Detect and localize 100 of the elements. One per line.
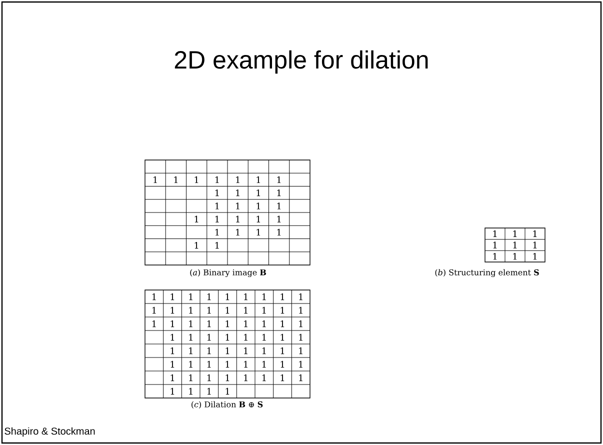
- pixel-value: 1: [189, 293, 192, 300]
- pixel-value: 1: [215, 242, 219, 249]
- pixel-value: 1: [194, 176, 198, 184]
- pixel-value: 1: [194, 242, 198, 249]
- pixel-value: 1: [170, 334, 174, 341]
- pixel-value: 1: [154, 176, 157, 184]
- pixel-value: 1: [189, 334, 192, 341]
- pixel-value: 1: [226, 320, 230, 328]
- pixel-value: 1: [170, 374, 174, 382]
- pixel-value: 1: [236, 202, 240, 210]
- pixel-value: 1: [207, 360, 211, 368]
- pixel-value: 1: [170, 306, 174, 314]
- pixel-value: 1: [533, 242, 537, 248]
- pixel-value: 1: [226, 388, 230, 395]
- pixel-value: 1: [256, 228, 260, 236]
- pixel-value: 1: [189, 306, 192, 314]
- pixel-value: 1: [493, 230, 497, 238]
- pixel-value: 1: [280, 347, 284, 354]
- pixel-value: 1: [215, 202, 219, 210]
- figure-caption: (a) Binary image B: [190, 269, 266, 278]
- pixel-value: 1: [513, 253, 517, 260]
- pixel-value: 1: [194, 216, 198, 222]
- pixel-value: 1: [236, 176, 240, 184]
- pixel-value: 1: [226, 306, 230, 314]
- pixel-value: 1: [299, 360, 302, 368]
- pixel-value: 1: [299, 293, 302, 300]
- pixel-value: 1: [280, 334, 284, 341]
- pixel-value: 1: [299, 374, 302, 382]
- pixel-value: 1: [256, 189, 260, 196]
- pixel-value: 1: [299, 306, 302, 314]
- pixel-value: 1: [215, 189, 219, 196]
- pixel-value: 1: [513, 230, 517, 238]
- pixel-value: 1: [207, 347, 211, 354]
- pixel-value: 1: [277, 216, 281, 222]
- pixel-value: 1: [277, 176, 281, 184]
- pixel-value: 1: [299, 347, 302, 354]
- pixel-value: 1: [533, 253, 537, 260]
- pixel-value: 1: [189, 388, 192, 395]
- pixel-value: 1: [299, 334, 302, 341]
- pixel-value: 1: [207, 374, 211, 382]
- pixel-value: 1: [244, 306, 248, 314]
- pixel-value: 1: [280, 320, 284, 328]
- pixel-value: 1: [277, 189, 281, 196]
- pixel-value: 1: [226, 334, 230, 341]
- pixel-value: 1: [262, 306, 266, 314]
- pixel-value: 1: [244, 293, 248, 300]
- source-credit: Shapiro & Stockman: [4, 427, 95, 437]
- pixel-value: 1: [513, 242, 517, 248]
- pixel-value: 1: [215, 176, 219, 184]
- figure-caption: (c) Dilation B ⊕ S: [192, 401, 263, 409]
- pixel-value: 1: [226, 293, 230, 300]
- pixel-value: 1: [189, 374, 192, 382]
- pixel-value: 1: [244, 334, 248, 341]
- pixel-value: 1: [152, 293, 156, 300]
- pixel-value: 1: [256, 216, 260, 222]
- pixel-value: 1: [226, 347, 230, 354]
- pixel-value: 1: [215, 216, 219, 222]
- pixel-value: 1: [262, 293, 266, 300]
- pixel-value: 1: [256, 176, 260, 184]
- pixel-value: 1: [256, 202, 260, 210]
- pixel-value: 1: [170, 360, 174, 368]
- pixel-value: 1: [226, 360, 230, 368]
- pixel-value: 1: [280, 293, 284, 300]
- pixel-value: 1: [236, 189, 240, 196]
- pixel-value: 1: [299, 320, 302, 328]
- pixel-value: 1: [493, 242, 497, 248]
- pixel-value: 1: [236, 228, 240, 236]
- figure-caption: (b) Structuring element S: [435, 269, 539, 278]
- pixel-value: 1: [170, 293, 174, 300]
- pixel-value: 1: [277, 228, 281, 236]
- pixel-value: 1: [280, 360, 284, 368]
- pixel-value: 1: [189, 347, 192, 354]
- pixel-value: 1: [152, 306, 156, 314]
- pixel-value: 1: [152, 320, 156, 328]
- pixel-value: 1: [244, 347, 248, 354]
- pixel-value: 1: [207, 388, 211, 395]
- pixel-value: 1: [207, 334, 211, 341]
- pixel-value: 1: [493, 253, 497, 260]
- pixel-value: 1: [207, 293, 211, 300]
- pixel-value: 1: [262, 360, 266, 368]
- pixel-value: 1: [244, 374, 248, 382]
- pixel-value: 1: [244, 320, 248, 328]
- slide-title: 2D example for dilation: [174, 50, 428, 74]
- pixel-value: 1: [170, 347, 174, 354]
- pixel-value: 1: [280, 306, 284, 314]
- pixel-value: 1: [207, 306, 211, 314]
- pixel-value: 1: [226, 374, 230, 382]
- pixel-value: 1: [262, 320, 266, 328]
- pixel-value: 1: [262, 374, 266, 382]
- pixel-value: 1: [170, 320, 174, 328]
- pixel-value: 1: [280, 374, 284, 382]
- pixel-value: 1: [533, 230, 537, 238]
- pixel-value: 1: [189, 360, 192, 368]
- pixel-value: 1: [207, 320, 211, 328]
- pixel-value: 1: [277, 202, 281, 210]
- pixel-value: 1: [215, 228, 219, 236]
- pixel-value: 1: [262, 347, 266, 354]
- pixel-value: 1: [174, 176, 178, 184]
- pixel-value: 1: [236, 216, 240, 222]
- pixel-value: 1: [189, 320, 192, 328]
